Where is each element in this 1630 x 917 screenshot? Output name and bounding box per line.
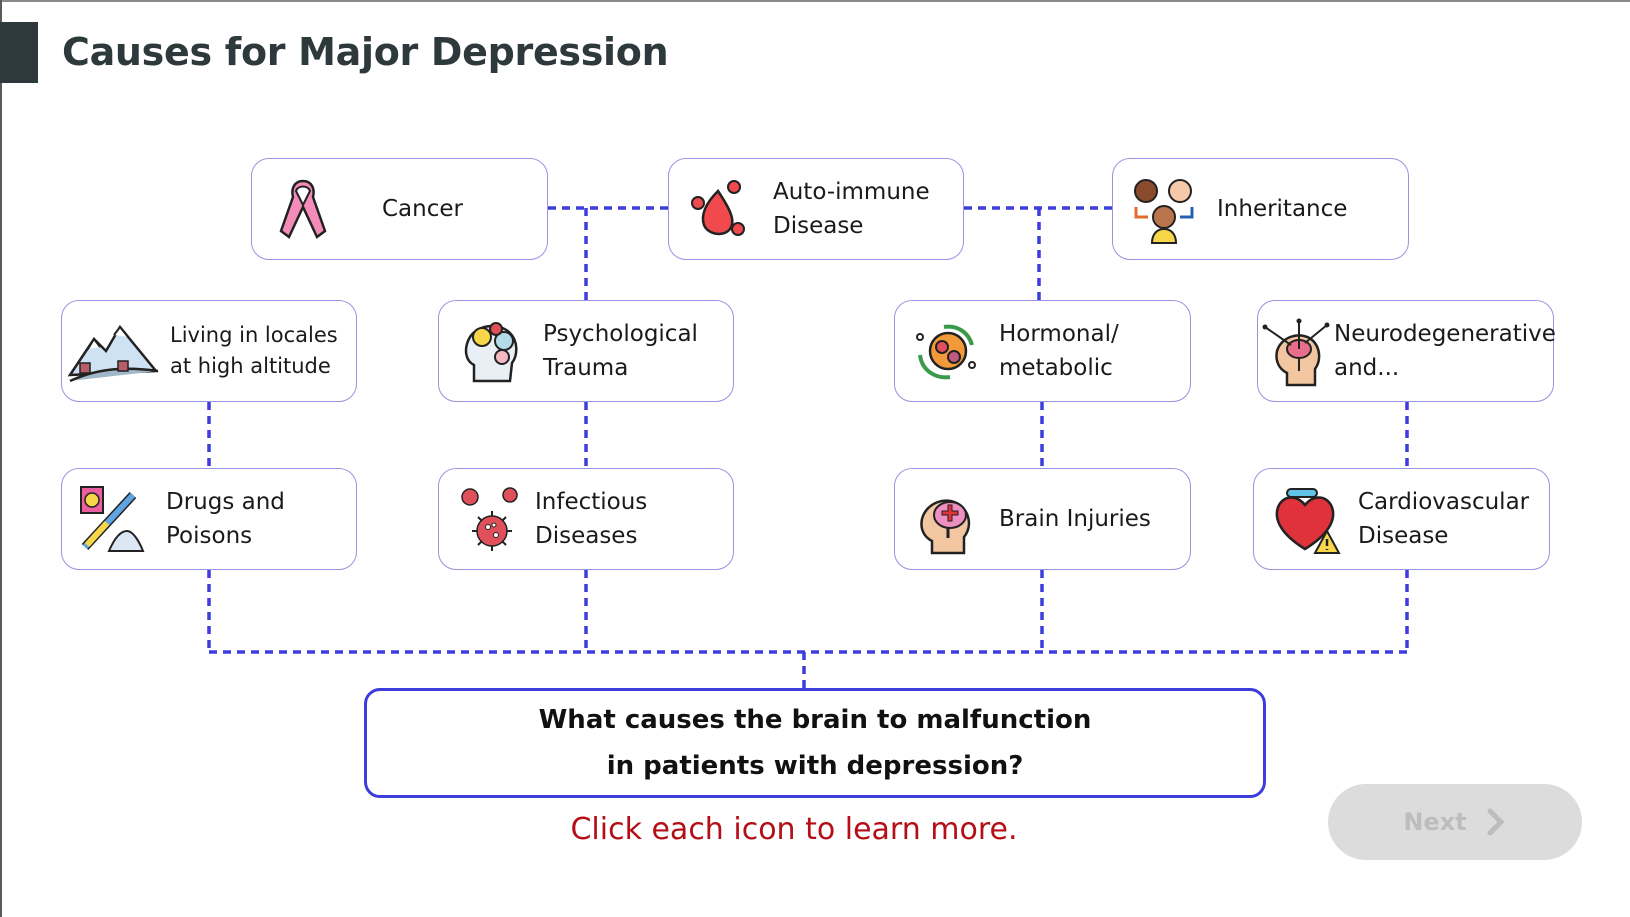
cause-label: Brain Injuries [999, 506, 1151, 532]
central-question: What causes the brain to malfunction in … [538, 705, 1092, 781]
cause-card-inheritance[interactable]: Inheritance [1112, 158, 1409, 260]
cause-label: Infectious Diseases [535, 489, 648, 549]
syringe-drugs-icon[interactable] [74, 480, 152, 558]
heart-warning-icon[interactable] [1266, 480, 1344, 558]
brain-network-head-icon[interactable] [1258, 312, 1336, 390]
next-button-label: Next [1403, 808, 1467, 836]
cause-card-altitude[interactable]: Living in locales at high altitude [61, 300, 357, 402]
family-inheritance-icon[interactable] [1125, 170, 1203, 248]
cause-label: Inheritance [1217, 196, 1348, 222]
next-button[interactable]: Next [1328, 784, 1582, 860]
cause-card-hormonal[interactable]: Hormonal/ metabolic [894, 300, 1191, 402]
emotional-head-icon[interactable] [451, 312, 529, 390]
cause-card-autoimmune[interactable]: Auto-immune Disease [668, 158, 964, 260]
cause-card-cancer[interactable]: Cancer [251, 158, 548, 260]
cause-card-neuro[interactable]: Neurodegenerative and... [1257, 300, 1556, 402]
cause-label: Auto-immune Disease [773, 179, 930, 239]
blood-drop-antibody-icon[interactable] [681, 170, 759, 248]
page-title: Causes for Major Depression [62, 30, 669, 74]
cause-label: Cardiovascular Disease [1358, 489, 1530, 549]
cause-card-brain[interactable]: Brain Injuries [894, 468, 1191, 570]
mountain-village-icon[interactable] [66, 312, 162, 390]
cause-label: Cancer [382, 196, 463, 222]
cause-label: Living in locales at high altitude [170, 323, 338, 378]
metabolism-cycle-icon[interactable] [907, 312, 985, 390]
cause-card-drugs[interactable]: Drugs and Poisons [61, 468, 357, 570]
instruction-hint: Click each icon to learn more. [570, 812, 1018, 847]
title-accent-bar [0, 22, 38, 83]
cause-card-cardio[interactable]: Cardiovascular Disease [1253, 468, 1550, 570]
virus-icon[interactable] [451, 480, 529, 558]
central-question-box: What causes the brain to malfunction in … [364, 688, 1266, 798]
cause-label: Hormonal/ metabolic [999, 321, 1119, 381]
cause-label: Neurodegenerative and... [1334, 321, 1556, 381]
cause-card-trauma[interactable]: Psychological Trauma [438, 300, 734, 402]
cause-card-infectious[interactable]: Infectious Diseases [438, 468, 734, 570]
top-border [0, 0, 1630, 2]
left-border [0, 0, 2, 917]
cause-label: Psychological Trauma [543, 321, 698, 381]
chevron-right-icon [1487, 808, 1505, 836]
cause-label: Drugs and Poisons [166, 489, 285, 549]
pink-ribbon-icon[interactable] [264, 170, 342, 248]
brain-injury-head-icon[interactable] [907, 480, 985, 558]
